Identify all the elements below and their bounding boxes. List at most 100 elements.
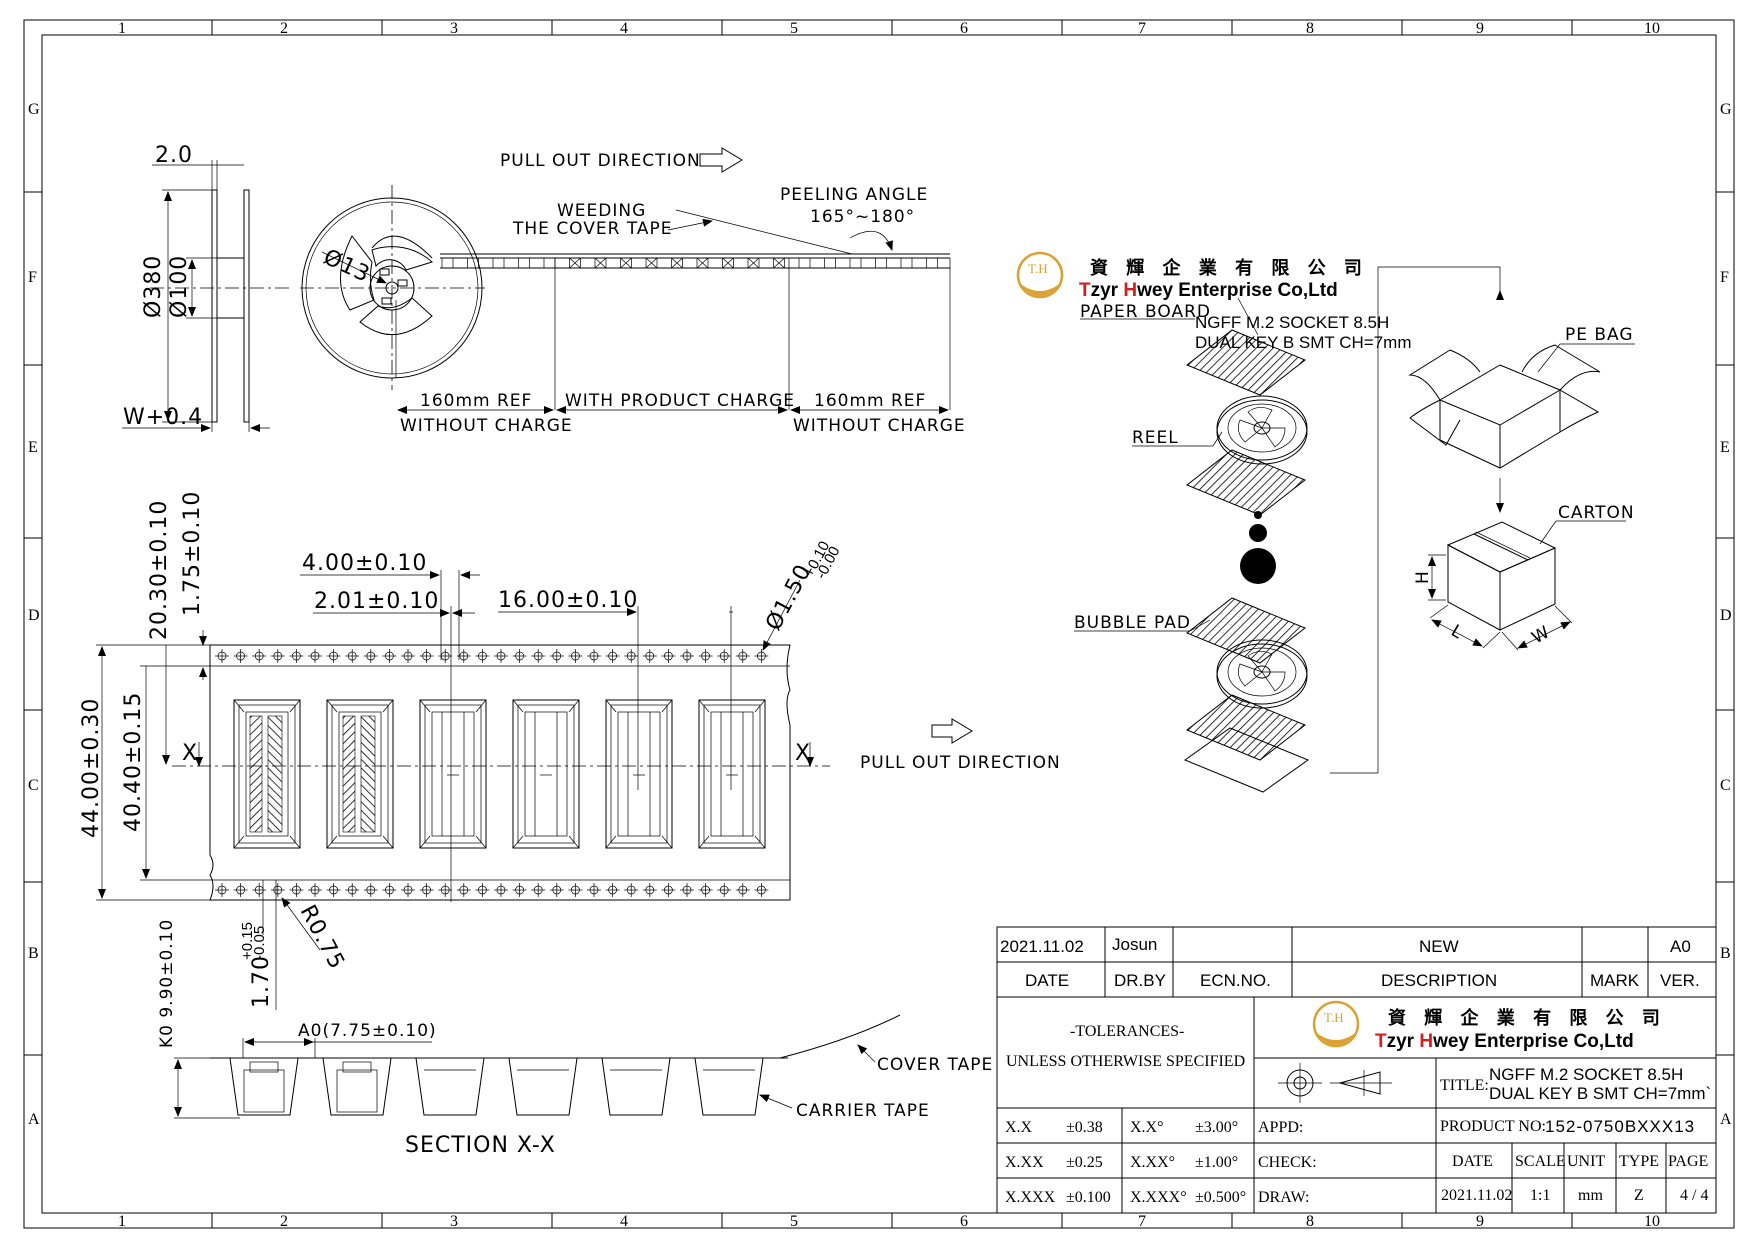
packing-illustration: T.H 資 輝 企 業 有 限 公 司 Tzyr Hwey Enterprise…	[1016, 251, 1635, 793]
section-connector	[336, 1069, 378, 1113]
col-label: 3	[450, 1213, 458, 1230]
dim-reel-hub: Ø100	[167, 255, 192, 318]
tape-pocket	[798, 257, 811, 269]
pocket-cavity	[419, 699, 487, 849]
row-label: C	[1720, 777, 1731, 794]
pocket-chamfer	[661, 699, 673, 713]
col-label: 9	[1476, 20, 1484, 37]
pocket-product-mark	[696, 257, 709, 269]
row-label: A	[1720, 1111, 1732, 1128]
header-drby: DR.BY	[1114, 971, 1166, 990]
tolerance-cell: ±0.38	[1066, 1119, 1103, 1136]
carrier-tape-label: CARRIER TAPE	[796, 1101, 930, 1121]
pocket-cavity-inner	[331, 704, 389, 844]
connector-body	[245, 711, 289, 837]
pe-bag-icon	[1408, 344, 1601, 469]
rev-desc: NEW	[1419, 937, 1459, 956]
tolerance-cell: ±0.100	[1066, 1189, 1111, 1206]
dim-tape-width: 44.00±0.30	[79, 698, 104, 838]
dim-flange: 2.0	[155, 143, 193, 168]
pocket-chamfer	[289, 835, 301, 849]
connector-contacts	[249, 715, 263, 833]
peeling-label-2: 165°~180°	[810, 207, 915, 227]
weeding-label-1: WEEDING	[557, 201, 646, 221]
title-block: 2021.11.02 Josun NEW A0 DATE DR.BY ECN.N…	[996, 926, 1717, 1214]
connector-body	[338, 711, 382, 837]
pocket-cavity-inner	[424, 704, 482, 844]
connector-body	[710, 711, 754, 837]
connector-body	[617, 711, 661, 837]
company-logo-icon: T.H	[1312, 1000, 1360, 1048]
header-page: PAGE	[1668, 1153, 1708, 1170]
tape-pocket	[543, 257, 556, 269]
carton-label: CARTON	[1558, 503, 1635, 523]
section-connector	[243, 1069, 285, 1113]
pocket-chamfer	[698, 835, 710, 849]
pocket-chamfer	[661, 835, 673, 849]
tolerance-cell: X.X	[1005, 1119, 1033, 1136]
pocket-cavity	[698, 699, 766, 849]
header-type: TYPE	[1619, 1153, 1659, 1170]
svg-text:T.H: T.H	[1324, 1010, 1344, 1025]
col-label: 2	[280, 20, 288, 37]
pocket-chamfer	[512, 835, 524, 849]
title-line-2: DUAL KEY B SMT CH=7mm`	[1489, 1084, 1711, 1103]
tolerances-subtitle: UNLESS OTHERWISE SPECIFIED	[1006, 1053, 1245, 1070]
cover-tape-label: COVER TAPE	[877, 1055, 993, 1075]
dim-pocket-width: A0(7.75±0.10)	[298, 1021, 437, 1041]
pocket-chamfer	[382, 699, 394, 713]
pocket-product-mark	[594, 257, 607, 269]
pocket-chamfer	[382, 835, 394, 849]
tape-pocket	[926, 257, 938, 269]
tape-pocket	[594, 257, 607, 269]
col-label: 8	[1306, 20, 1314, 37]
col-label: 5	[790, 1213, 798, 1230]
pocket-chamfer	[568, 699, 580, 713]
header-mark: MARK	[1590, 971, 1640, 990]
pull-out-label-top: PULL OUT DIRECTION	[500, 151, 701, 171]
peeling-label-1: PEELING ANGLE	[780, 185, 928, 205]
header-description: DESCRIPTION	[1381, 971, 1497, 990]
tolerances-title: -TOLERANCES-	[1070, 1023, 1184, 1040]
reel-front-view: Ø13	[300, 185, 485, 390]
rev-ver: A0	[1670, 937, 1691, 956]
reel-icon	[1216, 639, 1308, 709]
col-label: 9	[1476, 1213, 1484, 1230]
tape-pocket	[441, 257, 454, 269]
pocket-cavity	[512, 699, 580, 849]
title-label: TITLE:	[1440, 1077, 1489, 1094]
row-label: E	[28, 439, 38, 456]
carton-icon	[1446, 521, 1557, 631]
row-label: D	[28, 607, 40, 624]
section-view: K0 9.90±0.10 A0(7.75±0.10) COVER TAPE CA…	[157, 919, 993, 1158]
paper-board-label: PAPER BOARD	[1080, 302, 1211, 322]
tape-pocket	[671, 257, 683, 269]
rev-drby: Josun	[1112, 935, 1157, 954]
pocket-chamfer	[233, 835, 245, 849]
col-label: 7	[1138, 1213, 1146, 1230]
tape-pocket	[620, 257, 632, 269]
pocket-cavity-inner	[610, 704, 668, 844]
carton-w-label: W	[1529, 622, 1554, 648]
col-label: 10	[1644, 20, 1660, 37]
header-unit: UNIT	[1567, 1153, 1605, 1170]
pocket-chamfer	[512, 699, 524, 713]
dim-hole-to-center: 2.01±0.10	[314, 589, 439, 614]
pocket-product-mark	[620, 257, 632, 269]
pocket-chamfer	[568, 835, 580, 849]
col-label: 1	[118, 1213, 126, 1230]
tolerance-cell: DRAW:	[1258, 1189, 1309, 1206]
pocket-chamfer	[605, 835, 617, 849]
tape-pocket	[492, 257, 505, 269]
pocket-chamfer	[698, 699, 710, 713]
pocket-chamfer	[289, 699, 301, 713]
pocket-cavity	[326, 699, 394, 849]
header-ecn: ECN.NO.	[1200, 971, 1271, 990]
section-title: SECTION X-X	[405, 1133, 556, 1158]
tb-company-en: Tzyr Hwey Enterprise Co,Ltd	[1375, 1031, 1634, 1052]
rev-date: 2021.11.02	[1000, 937, 1084, 956]
tolerance-cell: ±3.00°	[1195, 1119, 1238, 1136]
pocket-product-mark	[747, 257, 760, 269]
row-label: F	[1720, 269, 1729, 286]
dim-edge-hole: 1.75±0.10	[180, 491, 205, 616]
